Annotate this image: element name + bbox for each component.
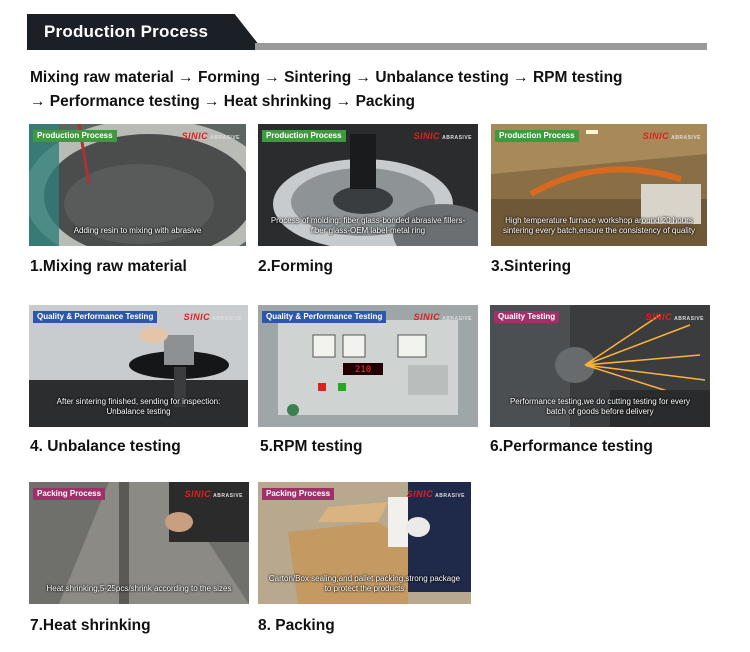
step-tag: Packing Process (33, 488, 106, 500)
unbalance-tester-illustration (29, 305, 248, 427)
cutting-sparks-illustration (490, 305, 710, 427)
step-label-3: 3.Sintering (491, 258, 572, 275)
step-label-8: 8. Packing (258, 617, 335, 634)
photo-subtitle: Performance testing,we do cutting testin… (509, 397, 691, 416)
step-label-5: 5.RPM testing (260, 438, 363, 455)
heat-shrink-line-illustration (29, 482, 249, 604)
photo-subtitle: Process of molding: fiber glass-bonded a… (270, 216, 466, 235)
step-tag: Production Process (33, 130, 117, 142)
page-title: Production Process (44, 22, 209, 41)
step-tag: Production Process (495, 130, 579, 142)
step-tag: Quality Testing (494, 311, 560, 323)
rpm-control-panel-illustration: 210 (258, 305, 478, 427)
step-tag: Packing Process (262, 488, 335, 500)
step-tag: Quality & Performance Testing (262, 311, 387, 323)
step-label-7: 7.Heat shrinking (30, 617, 151, 634)
furnace-workshop-illustration (491, 124, 707, 246)
header-divider (255, 43, 707, 50)
step-label-1: 1.Mixing raw material (30, 258, 187, 275)
mixing-drum-illustration (29, 124, 246, 246)
step-label-2: 2.Forming (258, 258, 333, 275)
photo-subtitle: After sintering finished, sending for in… (56, 397, 221, 416)
step-label-4: 4. Unbalance testing (30, 438, 181, 455)
process-flow-line-2: → Performance testing → Heat shrinking →… (30, 93, 416, 110)
step-tag: Quality & Performance Testing (33, 311, 158, 323)
photo-subtitle: Adding resin to mixing with abrasive (73, 226, 202, 235)
process-flow: Mixing raw material → Forming → Sinterin… (30, 66, 720, 114)
step-label-6: 6.Performance testing (490, 438, 653, 455)
forming-mold-illustration (258, 124, 478, 246)
photo-subtitle: Heat shrinking,5-25pcs/shrink according … (46, 584, 232, 593)
photo-subtitle: High temperature furnace workshop around… (502, 216, 696, 235)
svg-text:210: 210 (355, 365, 371, 375)
step-tag: Production Process (262, 130, 346, 142)
header-banner (27, 14, 263, 50)
carton-packing-illustration (258, 482, 471, 604)
process-flow-line-1: Mixing raw material → Forming → Sinterin… (30, 69, 623, 86)
photo-subtitle: Carton/Box sealing,and pallet packing,st… (268, 574, 461, 593)
